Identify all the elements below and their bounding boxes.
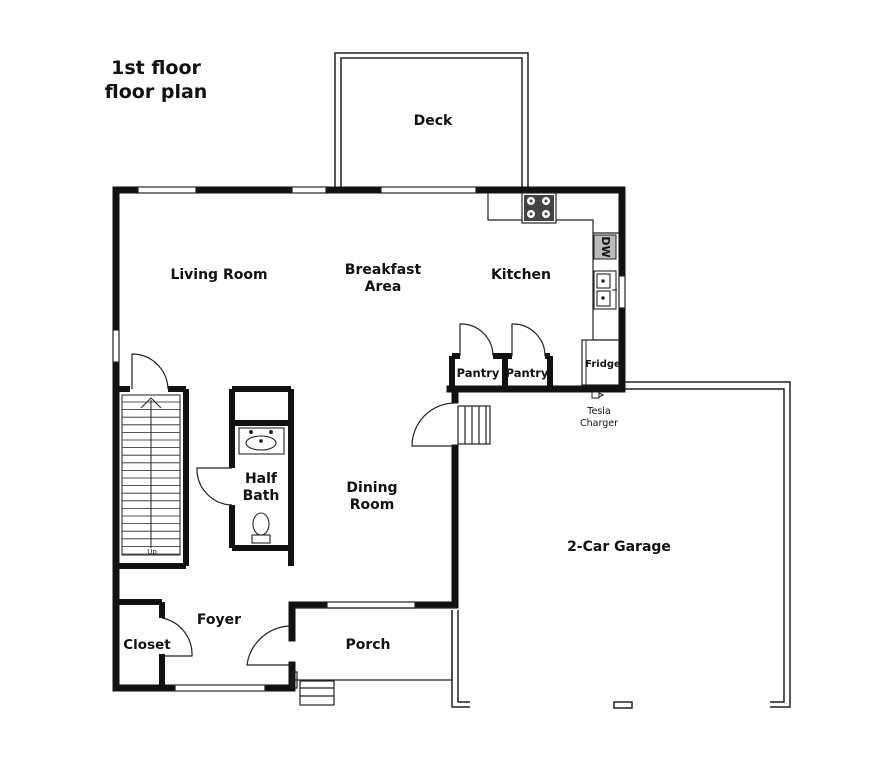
fridge: Fridge: [581, 339, 621, 386]
dining-room-label-1: Dining: [346, 480, 397, 496]
half-bath-label-1: Half: [245, 471, 278, 487]
porch: [291, 607, 455, 706]
pantry-doors: [459, 323, 546, 357]
pantry-right-label: Pantry: [506, 366, 549, 380]
garage-walls: [451, 381, 791, 709]
breakfast-area-label-2: Area: [365, 279, 402, 295]
half-bath: [196, 386, 294, 566]
tesla-charger-icon: [591, 391, 605, 399]
title-line-2: floor plan: [104, 81, 208, 103]
bathroom-sink-icon: [238, 427, 285, 455]
stove-icon: [521, 192, 557, 224]
living-room-label: Living Room: [170, 267, 267, 283]
garage-entry: [411, 402, 491, 447]
stairwell: Up: [116, 353, 189, 569]
dishwasher-icon: DW: [593, 234, 617, 260]
kitchen-sink-icon: [593, 270, 617, 310]
deck-label: Deck: [414, 113, 453, 129]
closet: [116, 599, 193, 688]
half-bath-label-2: Bath: [243, 488, 280, 504]
tesla-charger-label-2: Charger: [580, 418, 618, 429]
porch-label: Porch: [345, 637, 390, 653]
dining-room-label-2: Room: [350, 497, 395, 513]
front-door: [246, 625, 293, 666]
kitchen-label: Kitchen: [491, 267, 551, 283]
closet-label: Closet: [123, 637, 171, 653]
stairs-up-label: Up: [147, 548, 157, 556]
garage-label: 2-Car Garage: [567, 539, 671, 555]
pantry-left-label: Pantry: [457, 366, 500, 380]
toilet-icon: [251, 512, 271, 544]
tesla-charger-label-1: Tesla: [586, 406, 610, 417]
fridge-label: Fridge: [585, 359, 621, 370]
windows: [112, 186, 626, 692]
dishwasher-label: DW: [599, 236, 612, 257]
foyer-label: Foyer: [197, 612, 241, 628]
exterior-walls: [112, 186, 626, 692]
floor-plan-title: 1st floor floor plan: [96, 56, 216, 104]
pantries: [449, 353, 553, 389]
breakfast-area-label-1: Breakfast: [345, 262, 422, 278]
title-line-1: 1st floor: [111, 57, 201, 79]
